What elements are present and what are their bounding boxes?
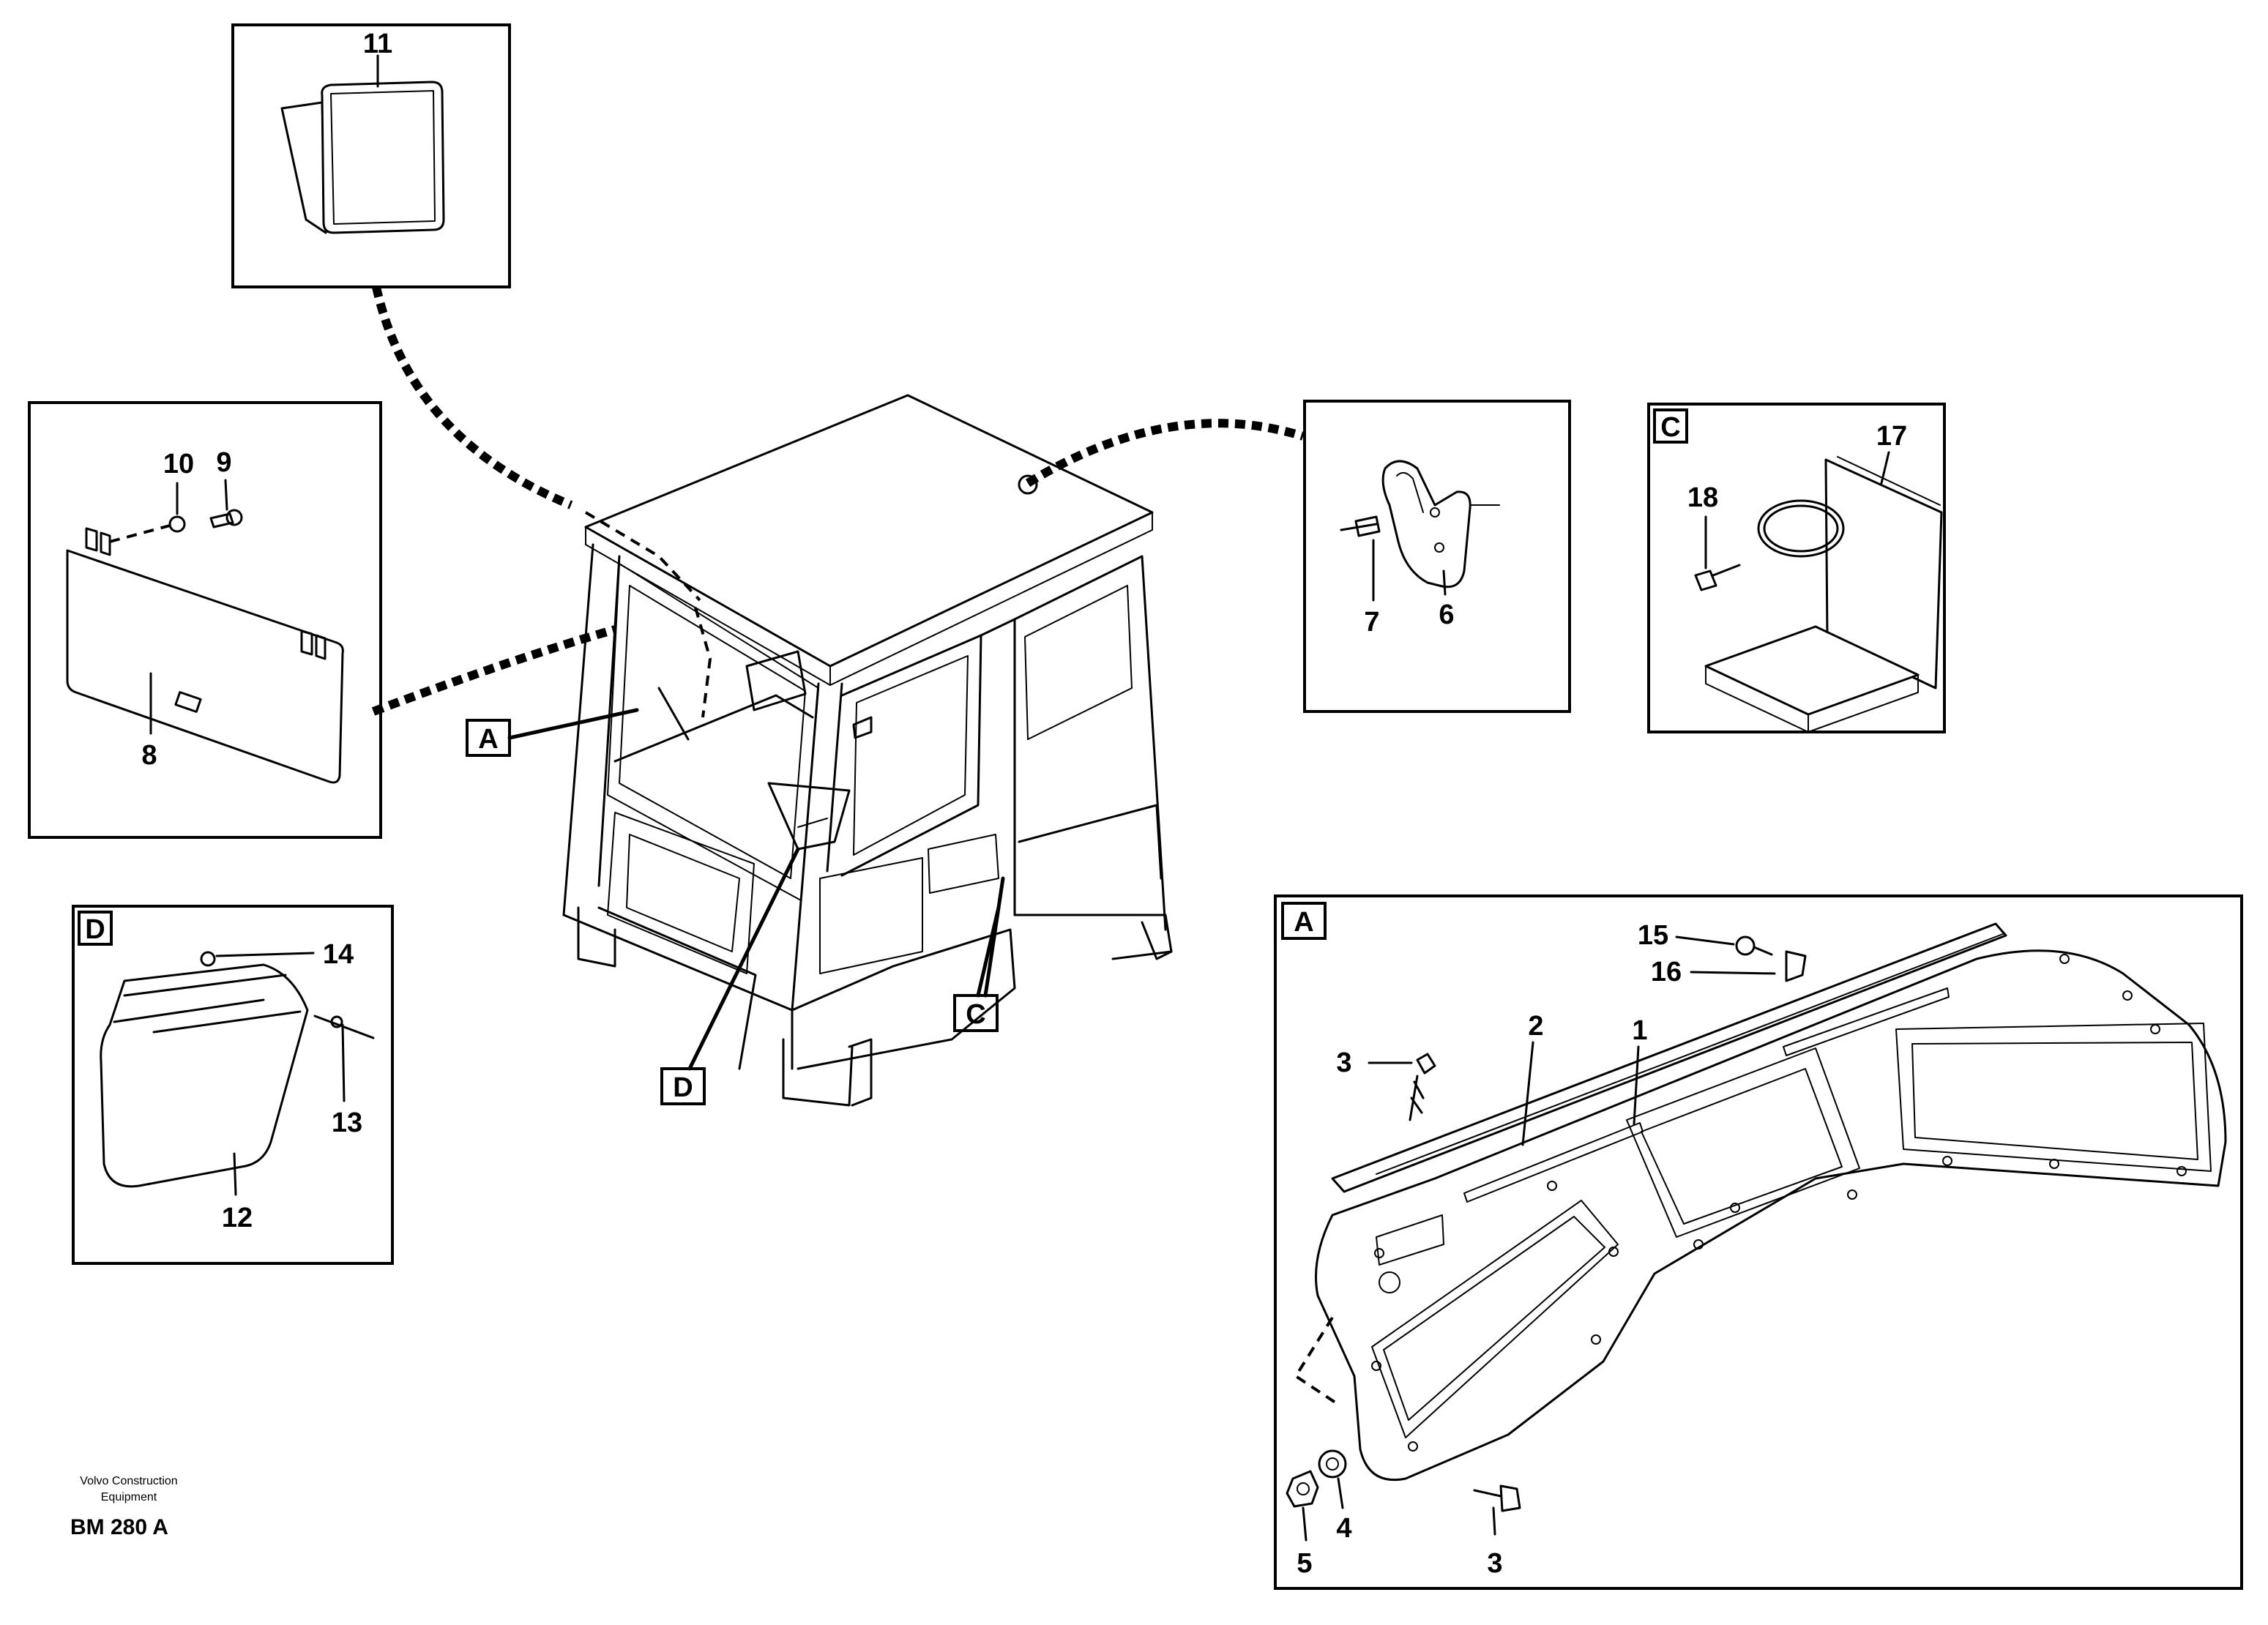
cab-assembly	[562, 394, 1173, 1107]
detail-box-11: 11	[231, 23, 511, 288]
callout-6: 6	[1439, 599, 1454, 630]
main-label-D: D	[673, 1072, 693, 1103]
drawing-code: BM 280 A	[70, 1515, 168, 1539]
callout-4: 4	[1336, 1513, 1351, 1544]
company-name-line1: Volvo Construction	[80, 1475, 177, 1487]
box-D-label: D	[85, 914, 105, 945]
callout-13: 13	[332, 1107, 362, 1138]
main-detail-labels: A C D	[466, 708, 1005, 1105]
main-label-C: C	[966, 999, 985, 1030]
detail-box-D: D 14 13 12	[72, 905, 394, 1265]
callout-1: 1	[1632, 1015, 1647, 1046]
detail-box-C: C 18 17	[1647, 403, 1946, 733]
box-A-label: A	[1294, 907, 1313, 938]
callout-11: 11	[363, 29, 392, 59]
callout-17: 17	[1876, 421, 1907, 452]
detail-box-sun-visor: 10 9 8	[28, 401, 382, 839]
leader-lines	[371, 285, 1305, 716]
callout-7: 7	[1364, 607, 1379, 638]
company-name-line2: Equipment	[101, 1491, 157, 1503]
callout-18: 18	[1687, 482, 1718, 513]
callout-15: 15	[1638, 920, 1668, 951]
callout-12: 12	[222, 1203, 253, 1233]
callout-16: 16	[1651, 957, 1682, 987]
callout-3-bottom: 3	[1487, 1548, 1502, 1579]
footer: Volvo Construction Equipment BM 280 A	[70, 1475, 178, 1539]
main-label-A: A	[478, 724, 498, 755]
callout-2: 2	[1528, 1011, 1543, 1042]
detail-box-A: A 3	[1274, 894, 2243, 1590]
detail-box-hook: 7 6	[1303, 400, 1571, 713]
callout-5: 5	[1297, 1548, 1312, 1579]
callout-3-top: 3	[1336, 1047, 1351, 1078]
box-C-label: C	[1660, 412, 1680, 443]
callout-10: 10	[163, 449, 194, 479]
callout-14: 14	[323, 939, 354, 970]
callout-9: 9	[216, 447, 231, 478]
callout-8: 8	[141, 740, 157, 771]
